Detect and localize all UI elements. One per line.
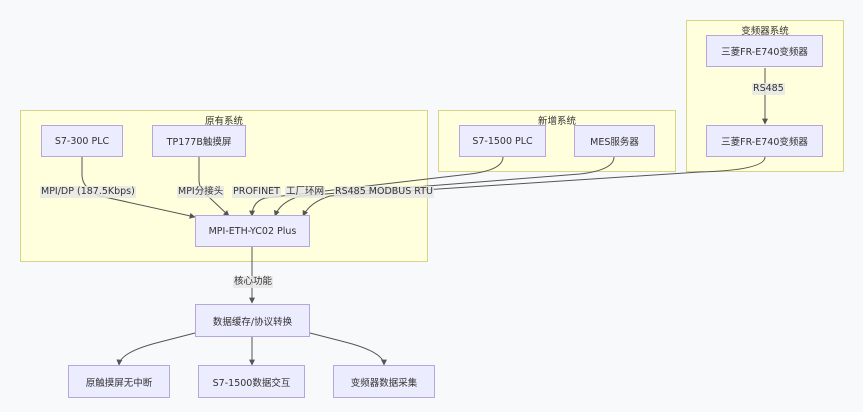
edge-label-factory-network: 工厂环网 bbox=[285, 186, 326, 198]
edge-label-profinet: PROFINET bbox=[232, 186, 281, 198]
edge-core-hmi bbox=[116, 332, 196, 366]
node-tp177b-touchscreen[interactable]: TP177B触摸屏 bbox=[152, 125, 246, 157]
edge-label-rs485-modbus: RS485 MODBUS RTU bbox=[334, 186, 434, 198]
edge-mes-gateway bbox=[273, 156, 615, 217]
node-hmi-no-interrupt[interactable]: 原触摸屏无中断 bbox=[68, 365, 170, 398]
node-data-cache-protocol[interactable]: 数据缓存/协议转换 bbox=[195, 304, 310, 337]
cluster-title: 变频器系统 bbox=[741, 26, 789, 37]
node-s7-1500-plc[interactable]: S7-1500 PLC bbox=[459, 125, 546, 157]
edge-label-rs485: RS485 bbox=[752, 83, 785, 95]
node-fr-e740-inverter-b[interactable]: 三菱FR-E740变频器 bbox=[706, 125, 823, 157]
node-fr-e740-inverter-a[interactable]: 三菱FR-E740变频器 bbox=[706, 35, 823, 67]
edge-label-core-function: 核心功能 bbox=[233, 276, 274, 288]
edge-fre740-gateway bbox=[302, 156, 766, 217]
node-mpi-eth-gateway[interactable]: MPI-ETH-YC02 Plus bbox=[195, 215, 310, 247]
node-s7-300-plc[interactable]: S7-300 PLC bbox=[41, 125, 123, 157]
edge-label-mpi-splitter: MPI分接头 bbox=[177, 186, 225, 198]
cluster-title: 新增系统 bbox=[537, 116, 576, 127]
edge-core-vfd bbox=[309, 332, 387, 366]
node-mes-server[interactable]: MES服务器 bbox=[574, 125, 655, 157]
node-inverter-data-collection[interactable]: 变频器数据采集 bbox=[333, 365, 435, 398]
cluster-title: 原有系统 bbox=[204, 116, 243, 127]
edge-label-mpi-dp: MPI/DP (187.5Kbps) bbox=[40, 186, 136, 198]
node-s7-1500-data-exchange[interactable]: S7-1500数据交互 bbox=[198, 365, 305, 398]
